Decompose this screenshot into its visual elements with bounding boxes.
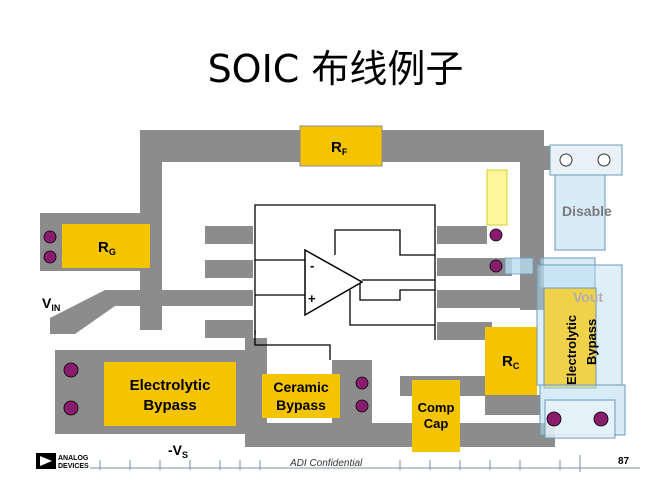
slide-title: SOIC 布线例子 <box>207 47 464 91</box>
comp-label-2: Cap <box>424 416 449 431</box>
rg-label: RG <box>98 239 116 257</box>
yellow-component <box>486 169 508 226</box>
vout-label: Vout <box>573 289 603 305</box>
opamp-minus: - <box>310 258 314 273</box>
disable-label: Disable <box>562 203 612 219</box>
rc-label: RC <box>502 353 520 371</box>
opamp-symbol <box>304 248 364 317</box>
rc-resistor <box>485 327 537 395</box>
adi-logo: ANALOG DEVICES <box>36 453 89 470</box>
electrolytic-label-1: Electrolytic <box>130 377 211 394</box>
electrolytic-label-2: Bypass <box>143 397 196 414</box>
confidential-label: ADI Confidential <box>289 458 363 469</box>
rf-label: RF <box>331 139 348 157</box>
right-overlay <box>504 144 626 439</box>
footer-ruler <box>90 455 640 472</box>
opamp-plus: + <box>308 291 316 306</box>
comp-label-1: Comp <box>418 400 455 415</box>
page-number: 87 <box>618 456 630 467</box>
rg-resistor <box>62 224 150 268</box>
electrolytic-bypass <box>104 362 236 426</box>
svg-text:ANALOG: ANALOG <box>58 455 89 462</box>
vin-label: VIN <box>42 295 60 313</box>
rf-resistor <box>299 125 383 167</box>
vs-label: -VS <box>168 442 188 460</box>
comp-cap <box>412 380 460 452</box>
right-electrolytic-label: Electrolytic <box>564 315 579 385</box>
ceramic-bypass <box>262 374 340 418</box>
right-bypass-label: Bypass <box>584 319 599 365</box>
ceramic-label-1: Ceramic <box>273 379 328 395</box>
svg-text:DEVICES: DEVICES <box>58 463 89 470</box>
ceramic-label-2: Bypass <box>276 397 326 413</box>
